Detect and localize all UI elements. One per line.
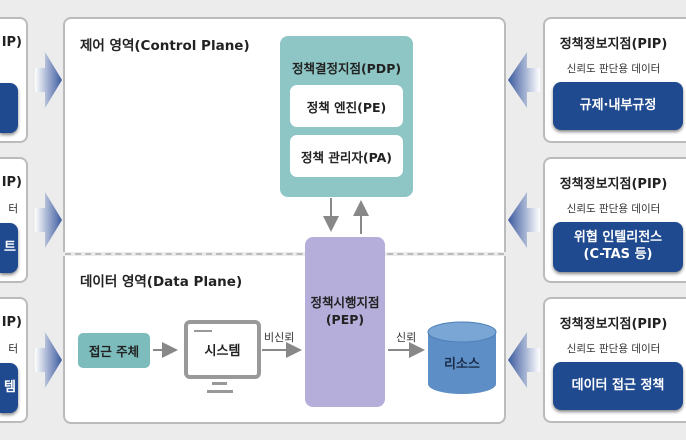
resource-cylinder bbox=[427, 321, 497, 394]
left-pip-card-3: IP) 터 템 bbox=[0, 297, 28, 423]
right-arrow-3 bbox=[508, 332, 540, 388]
card-box bbox=[0, 83, 18, 133]
left-arrow-1 bbox=[35, 52, 62, 108]
policy-engine-box: 정책 엔진(PE) bbox=[290, 85, 403, 127]
right-arrow-1 bbox=[508, 52, 540, 108]
pep-box: 정책시행지점 (PEP) bbox=[305, 237, 385, 407]
pip-card-2: 정책정보지점(PIP) 신뢰도 판단용 데이터 위협 인텔리전스 (C-TAS … bbox=[543, 157, 686, 283]
pip-subtitle: 신뢰도 판단용 데이터 bbox=[566, 343, 661, 355]
card-box-text: 트 bbox=[4, 239, 16, 255]
card-subtitle: 터 bbox=[8, 343, 18, 355]
pip-subtitle: 신뢰도 판단용 데이터 bbox=[566, 203, 661, 215]
left-arrow-2 bbox=[35, 192, 62, 248]
untrusted-label: 비신뢰 bbox=[264, 331, 295, 344]
card-box-text: 템 bbox=[4, 379, 16, 395]
pip-title: 정책정보지점(PIP) bbox=[559, 37, 668, 52]
pip-title: 정책정보지점(PIP) bbox=[559, 317, 668, 332]
pip-data-box: 규제·내부규정 bbox=[553, 82, 683, 130]
plane-divider bbox=[65, 253, 504, 255]
card-title: IP) bbox=[1, 315, 22, 330]
system-label: 시스템 bbox=[204, 344, 241, 359]
data-plane-title: 데이터 영역(Data Plane) bbox=[80, 274, 243, 290]
right-arrow-2 bbox=[508, 192, 540, 248]
left-arrow-3 bbox=[35, 332, 62, 388]
pip-data-box: 위협 인텔리전스 (C-TAS 등) bbox=[553, 222, 683, 272]
card-title: IP) bbox=[1, 35, 22, 50]
control-plane-title: 제어 영역(Control Plane) bbox=[80, 38, 250, 54]
card-subtitle: 터 bbox=[8, 203, 18, 215]
policy-admin-box: 정책 관리자(PA) bbox=[290, 135, 403, 177]
pip-data-box: 데이터 접근 정책 bbox=[553, 362, 683, 410]
trusted-label: 신뢰 bbox=[396, 331, 417, 344]
resource-label: 리소스 bbox=[444, 357, 480, 372]
pip-subtitle: 신뢰도 판단용 데이터 bbox=[566, 63, 661, 75]
left-pip-card-1: IP) bbox=[0, 17, 28, 143]
card-title: IP) bbox=[1, 175, 22, 190]
pip-title: 정책정보지점(PIP) bbox=[559, 177, 668, 192]
left-pip-card-2: IP) 터 트 bbox=[0, 157, 28, 283]
pdp-box: 정책결정지점(PDP) 정책 엔진(PE) 정책 관리자(PA) bbox=[280, 36, 413, 197]
card-box: 템 bbox=[0, 363, 18, 413]
access-subject-box: 접근 주체 bbox=[78, 333, 150, 368]
monitor-icon bbox=[184, 320, 261, 393]
pip-card-1: 정책정보지점(PIP) 신뢰도 판단용 데이터 규제·내부규정 bbox=[543, 17, 686, 143]
pdp-title: 정책결정지점(PDP) bbox=[291, 61, 402, 76]
card-box: 트 bbox=[0, 223, 18, 273]
pip-card-3: 정책정보지점(PIP) 신뢰도 판단용 데이터 데이터 접근 정책 bbox=[543, 297, 686, 423]
